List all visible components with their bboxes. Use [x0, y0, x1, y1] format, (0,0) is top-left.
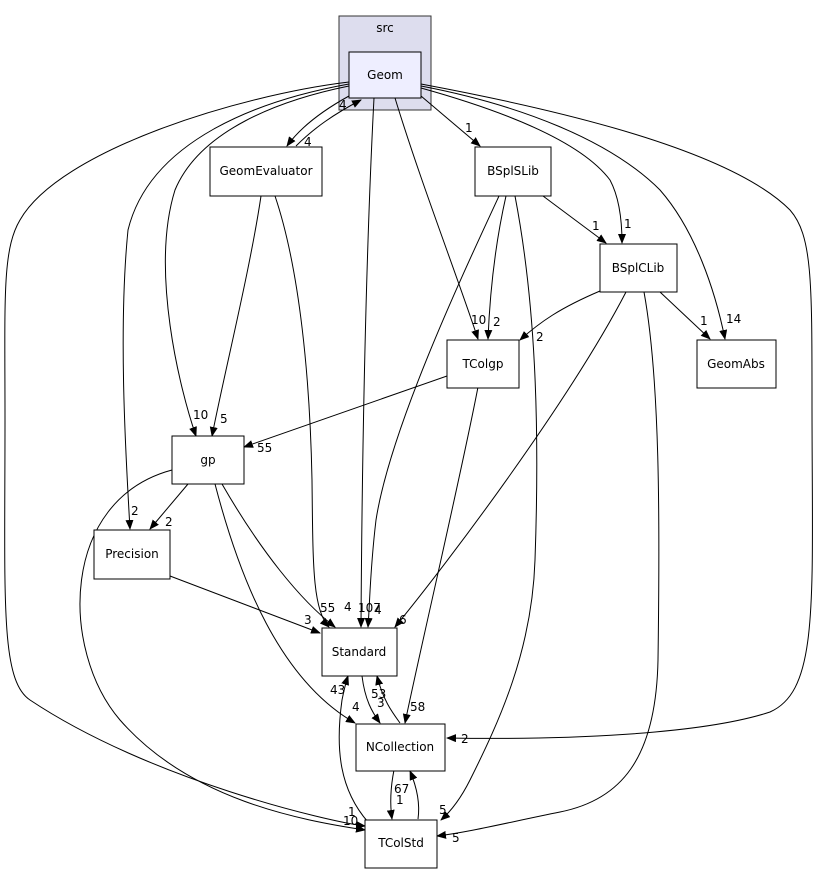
edge-label-tcolgp-ncollection: 58	[410, 700, 425, 714]
edge-label-geom-standard: 107	[358, 601, 381, 615]
edge-label-bsplslib-standard: 4	[374, 603, 382, 617]
edge-geom-tcolstd	[4, 81, 366, 829]
edge-label-geomevaluator-standard: 4	[344, 600, 352, 614]
edge-label-geomevaluator-geom: 4	[339, 98, 347, 112]
edge-label-ncollection-standard: 53	[371, 687, 386, 701]
edge-ncollection-standard	[375, 675, 401, 724]
node-bsplclib-label: BSplCLib	[612, 261, 665, 275]
node-geomevaluator[interactable]: GeomEvaluator	[209, 146, 323, 197]
edge-label-geom-ncollection: 2	[461, 732, 469, 746]
edge-geom-geomevaluator	[286, 95, 350, 147]
edge-geom-tcolgp	[394, 97, 479, 340]
edge-tcolstd-ncollection	[409, 770, 420, 820]
node-bsplslib-label: BSplSLib	[487, 164, 539, 178]
edge-bsplclib-tcolstd	[436, 291, 660, 839]
node-bsplslib[interactable]: BSplSLib	[474, 146, 552, 197]
node-bsplclib[interactable]: BSplCLib	[599, 243, 678, 293]
edge-label-geom-bsplclib: 1	[624, 217, 632, 231]
edge-geom-gp	[164, 85, 350, 437]
edge-gp-standard	[221, 483, 336, 628]
edge-label-bsplclib-geomabs: 1	[700, 314, 708, 328]
edge-label-bsplslib-tcolstd: 5	[439, 803, 447, 817]
edge-label-geom-tcolstd: 10	[343, 814, 358, 828]
edge-gp-ncollection	[214, 483, 356, 724]
edge-tcolstd-standard	[338, 675, 369, 823]
edge-label-bsplslib-bsplclib: 1	[592, 219, 600, 233]
edge-geom-geomabs	[420, 85, 728, 340]
edge-label-bsplclib-standard: 6	[399, 613, 407, 627]
node-geom[interactable]: Geom	[348, 51, 422, 99]
edge-standard-ncollection	[361, 675, 381, 724]
edge-geom-precision	[122, 83, 350, 530]
edge-precision-standard	[169, 575, 321, 634]
edge-tcolgp-ncollection	[402, 386, 479, 724]
edge-label-gp-precision: 2	[165, 515, 173, 529]
node-precision-label: Precision	[105, 547, 159, 561]
edge-bsplclib-tcolgp	[519, 290, 601, 341]
edge-label-bsplclib-tcolgp: 2	[536, 330, 544, 344]
edge-label-tcolgp-gp: 55	[257, 441, 272, 455]
edge-label-ncollection-tcolstd: 67	[394, 782, 409, 796]
edge-bsplclib-standard	[394, 291, 627, 628]
edge-label-precision-standard: 3	[304, 613, 312, 627]
edge-label-gp-standard: 55	[320, 601, 335, 615]
edge-bsplslib-tcolgp	[484, 195, 507, 340]
node-geom-label: Geom	[367, 68, 403, 82]
edge-gp-tcolstd	[79, 469, 366, 833]
edges	[4, 81, 813, 839]
cluster-src-label: src	[376, 21, 394, 35]
edge-label-geom-precision: 2	[131, 504, 139, 518]
edge-label-bsplclib-tcolstd: 5	[452, 831, 460, 845]
edge-geomevaluator-geom	[295, 99, 362, 147]
edge-label-tcolstd-standard: 43	[330, 683, 345, 697]
edge-tcolgp-gp	[243, 375, 448, 448]
node-gp-label: gp	[200, 453, 215, 467]
edge-bsplslib-bsplclib	[542, 195, 607, 244]
node-standard[interactable]: Standard	[321, 627, 398, 677]
edge-label-geom-tcolgp: 10	[471, 313, 486, 327]
edge-ncollection-tcolstd	[386, 769, 395, 820]
node-geomabs[interactable]: GeomAbs	[696, 339, 777, 389]
edge-geom-ncollection	[420, 83, 813, 743]
edge-label-geom-bsplslib: 1	[465, 121, 473, 135]
edge-label-geom-geomevaluator: 4	[304, 135, 312, 149]
edge-bsplclib-geomabs	[659, 291, 711, 340]
node-precision[interactable]: Precision	[93, 529, 171, 580]
edge-geom-standard	[357, 97, 375, 628]
edge-bsplslib-tcolstd	[440, 195, 538, 821]
edge-labels: 4 4 1 1 14 10 10 2 107 2 10 5 4 1 2 4 5 …	[131, 98, 741, 845]
edge-label-bsplslib-tcolgp: 2	[493, 315, 501, 329]
node-geomevaluator-label: GeomEvaluator	[219, 164, 312, 178]
edge-gp-precision	[149, 483, 189, 530]
edge-label-geomevaluator-gp: 5	[220, 412, 228, 426]
node-geomabs-label: GeomAbs	[707, 357, 765, 371]
edge-geomevaluator-gp	[209, 195, 262, 437]
edge-bsplslib-standard	[364, 195, 500, 628]
edge-label-gp-ncollection: 4	[352, 700, 360, 714]
edge-geomevaluator-standard	[274, 195, 330, 628]
edge-geom-bsplslib	[420, 95, 481, 147]
edge-label-standard-ncollection: 3	[377, 696, 385, 710]
node-ncollection[interactable]: NCollection	[355, 723, 446, 772]
node-tcolstd-label: TColStd	[377, 836, 424, 850]
node-tcolgp-label: TColgp	[462, 357, 504, 371]
edge-geom-bsplclib	[420, 87, 626, 244]
edge-label-geom-gp: 10	[193, 408, 208, 422]
node-tcolstd[interactable]: TColStd	[364, 819, 438, 869]
node-standard-label: Standard	[332, 645, 387, 659]
edge-label-gp-tcolstd: 1	[348, 805, 356, 819]
node-gp[interactable]: gp	[171, 435, 245, 485]
node-tcolgp[interactable]: TColgp	[446, 339, 520, 389]
edge-label-tcolstd-ncollection: 1	[396, 793, 404, 807]
node-ncollection-label: NCollection	[366, 740, 434, 754]
edge-label-geom-geomabs: 14	[726, 312, 741, 326]
